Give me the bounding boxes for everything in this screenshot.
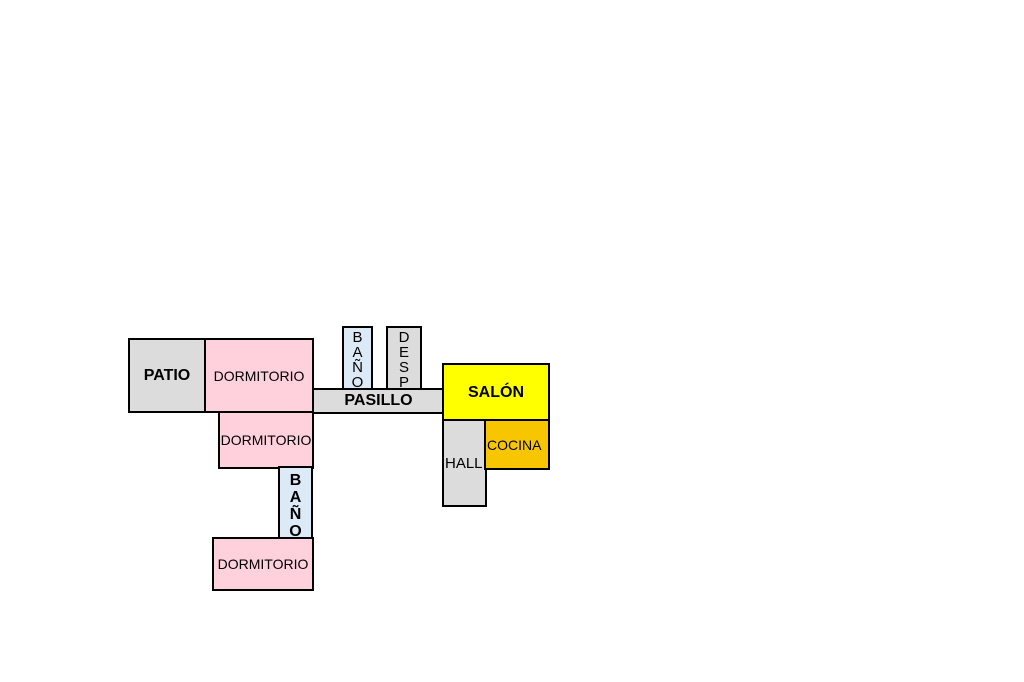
room-patio: PATIO bbox=[128, 338, 206, 413]
room-salon: SALÓN bbox=[442, 363, 550, 422]
room-label-letter: B bbox=[352, 329, 363, 346]
room-label: COCINA bbox=[487, 436, 542, 453]
room-dormitorio-1: DORMITORIO bbox=[204, 338, 314, 413]
room-hall: HALL bbox=[442, 419, 487, 507]
room-label-letter: Ñ bbox=[289, 506, 302, 523]
room-pasillo: PASILLO bbox=[312, 388, 445, 414]
room-dormitorio-2: DORMITORIO bbox=[218, 411, 314, 469]
room-label-letter: O bbox=[289, 523, 302, 540]
room-label-letter: S bbox=[398, 359, 409, 376]
room-label: DORMITORIO bbox=[217, 556, 309, 572]
room-label: PASILLO bbox=[344, 392, 413, 409]
room-label: DORMITORIO bbox=[220, 432, 312, 448]
room-label-letter: D bbox=[398, 329, 410, 346]
room-label-letter: E bbox=[398, 344, 409, 361]
room-label-letter: Ñ bbox=[352, 359, 363, 376]
room-dormitorio-3: DORMITORIO bbox=[212, 537, 314, 591]
room-label-letter: P bbox=[398, 374, 409, 390]
room-cocina: COCINA bbox=[484, 419, 550, 470]
room-label: PATIO bbox=[143, 366, 191, 384]
room-label-letter: O bbox=[351, 374, 364, 390]
room-label: DORMITORIO bbox=[213, 367, 305, 384]
room-label-letter: A bbox=[352, 344, 363, 361]
room-label: SALÓN bbox=[468, 383, 524, 401]
room-label: HALL bbox=[445, 454, 483, 472]
room-label-letter: B bbox=[289, 472, 302, 489]
room-label-letter: A bbox=[289, 489, 302, 506]
